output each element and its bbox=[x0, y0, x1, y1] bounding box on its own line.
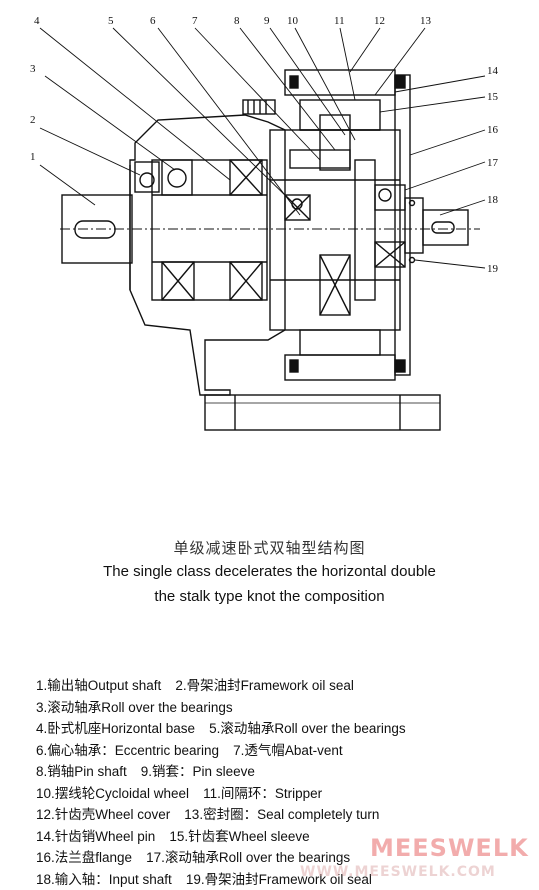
callout-2: 2 bbox=[30, 114, 36, 126]
legend-item: 5.滚动轴承Roll over the bearings bbox=[209, 721, 406, 736]
leader-lines bbox=[40, 28, 485, 268]
reducer-cross-section-drawing: 1 2 3 4 5 6 7 8 9 10 11 12 13 14 15 16 1… bbox=[0, 0, 539, 530]
legend-item: 14.针齿销Wheel pin bbox=[36, 829, 155, 844]
callout-5: 5 bbox=[108, 15, 114, 27]
callout-8: 8 bbox=[234, 15, 240, 27]
legend-item: 15.针齿套Wheel sleeve bbox=[169, 829, 309, 844]
legend-row: 1.输出轴Output shaft 2.骨架油封Framework oil sea… bbox=[36, 675, 516, 697]
legend-row: 6.偏心轴承：Eccentric bearing 7.透气帽Abat-vent bbox=[36, 740, 516, 762]
fasteners bbox=[290, 76, 405, 372]
callout-4: 4 bbox=[34, 15, 40, 27]
watermark-url: WWW.MEESWELK.COM bbox=[300, 864, 496, 880]
legend-item: 2.骨架油封Framework oil seal bbox=[175, 678, 354, 693]
base-foot bbox=[205, 395, 440, 430]
legend-item: 10.摆线轮Cycloidal wheel bbox=[36, 786, 189, 801]
cycloid-assembly bbox=[270, 70, 410, 380]
input-side bbox=[375, 185, 468, 267]
legend-item: 9.销套：Pin sleeve bbox=[141, 764, 255, 779]
legend-item: 16.法兰盘flange bbox=[36, 850, 132, 865]
callout-7: 7 bbox=[192, 15, 198, 27]
callout-3: 3 bbox=[30, 63, 36, 75]
callout-12: 12 bbox=[374, 15, 385, 27]
callout-10: 10 bbox=[287, 15, 299, 27]
callout-14: 14 bbox=[487, 65, 499, 77]
callout-9: 9 bbox=[264, 15, 270, 27]
callout-17: 17 bbox=[487, 157, 499, 169]
callout-6: 6 bbox=[150, 15, 156, 27]
legend-item: 6.偏心轴承：Eccentric bearing bbox=[36, 743, 219, 758]
callout-labels: 1 2 3 4 5 6 7 8 9 10 11 12 13 14 15 16 1… bbox=[30, 15, 499, 275]
callout-16: 16 bbox=[487, 124, 499, 136]
figure-title-english-line2: the stalk type knot the composition bbox=[0, 588, 539, 605]
roll-bearing-left bbox=[135, 160, 262, 300]
figure-title-chinese: 单级减速卧式双轴型结构图 bbox=[0, 537, 539, 558]
legend-item: 4.卧式机座Horizontal base bbox=[36, 721, 195, 736]
figure-title-english-line1: The single class decelerates the horizon… bbox=[0, 563, 539, 580]
legend-item: 1.输出轴Output shaft bbox=[36, 678, 161, 693]
legend-item: 12.针齿壳Wheel cover bbox=[36, 807, 170, 822]
callout-13: 13 bbox=[420, 15, 432, 27]
legend-row: 4.卧式机座Horizontal base 5.滚动轴承Roll over the… bbox=[36, 718, 516, 740]
callout-1: 1 bbox=[30, 151, 36, 163]
watermark-logo: MEESWELK bbox=[370, 834, 529, 862]
callout-19: 19 bbox=[487, 263, 499, 275]
legend-item: 8.销轴Pin shaft bbox=[36, 764, 127, 779]
legend-item: 13.密封圈：Seal completely turn bbox=[184, 807, 379, 822]
legend-row: 12.针齿壳Wheel cover 13.密封圈：Seal completely … bbox=[36, 804, 516, 826]
callout-18: 18 bbox=[487, 194, 499, 206]
legend-row: 8.销轴Pin shaft 9.销套：Pin sleeve bbox=[36, 761, 516, 783]
legend-row: 3.滚动轴承Roll over the bearings bbox=[36, 697, 516, 719]
legend-item: 17.滚动轴承Roll over the bearings bbox=[146, 850, 350, 865]
legend-item: 3.滚动轴承Roll over the bearings bbox=[36, 700, 233, 715]
legend-item: 18.输入轴：Input shaft bbox=[36, 872, 172, 887]
legend-item: 7.透气帽Abat-vent bbox=[233, 743, 343, 758]
legend-item: 11.间隔环：Stripper bbox=[203, 786, 322, 801]
horizontal-base bbox=[130, 115, 285, 395]
callout-11: 11 bbox=[334, 15, 345, 27]
callout-15: 15 bbox=[487, 91, 499, 103]
legend-row: 10.摆线轮Cycloidal wheel 11.间隔环：Stripper bbox=[36, 783, 516, 805]
